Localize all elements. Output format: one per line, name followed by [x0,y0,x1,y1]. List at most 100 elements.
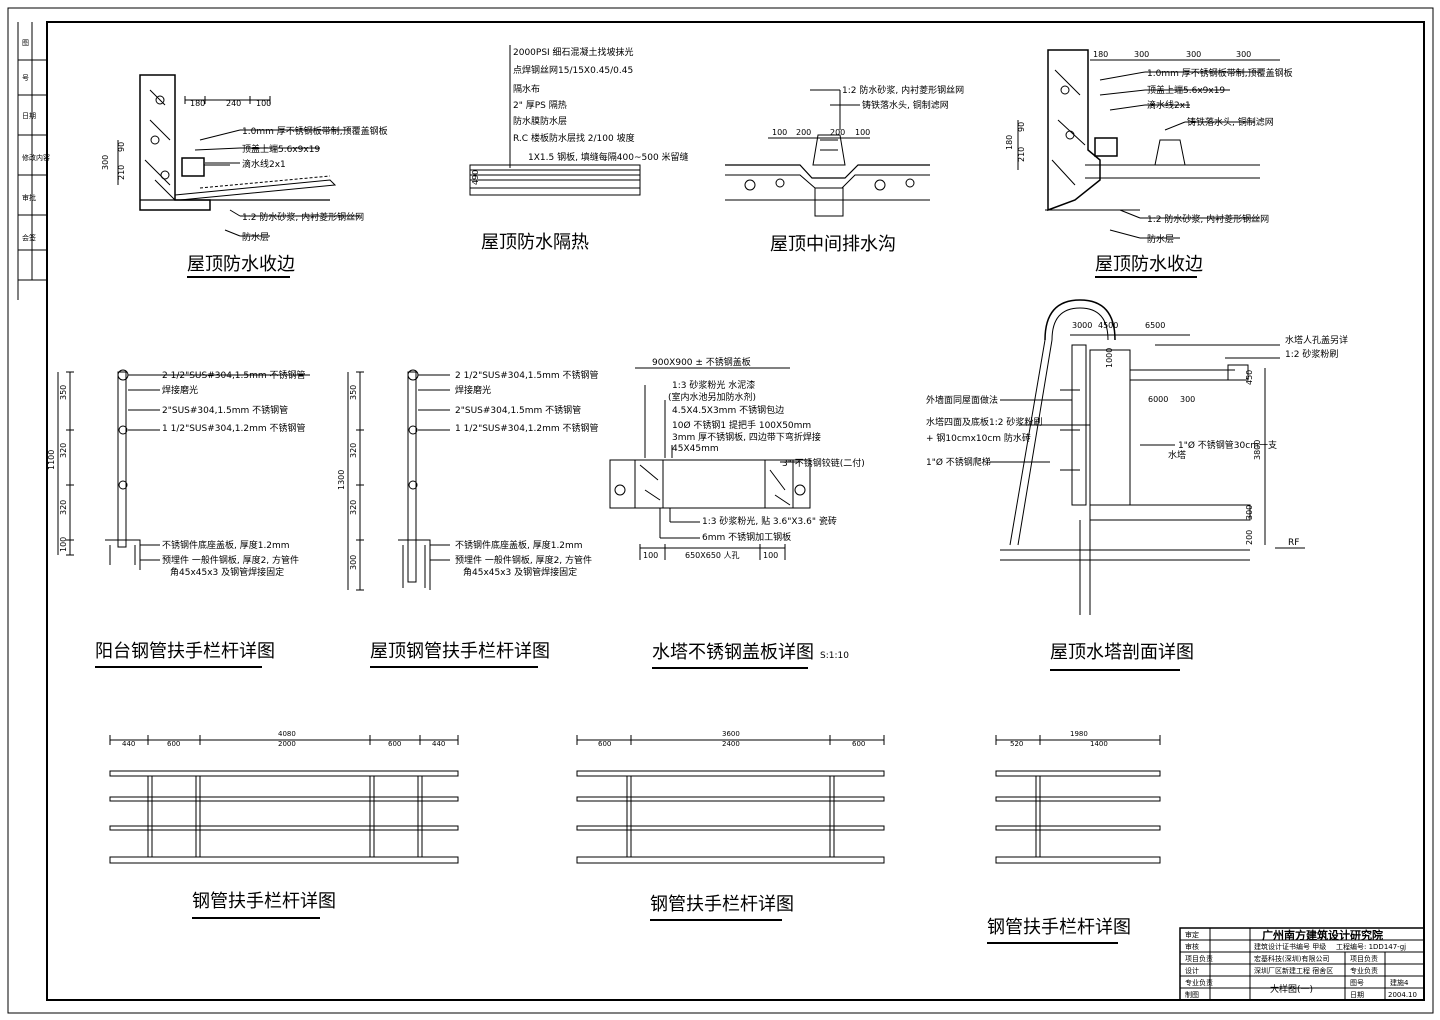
strip-text-0: 图 [22,39,29,47]
ins-note-3: 2" 厚PS 隔热 [513,99,567,111]
edge1-dim-180: 180 [190,99,205,108]
rr-dim-3: 300 [349,555,358,570]
cover-dim-2: 100 [763,551,778,560]
edge2-note-2: 滴水线2x1 [1147,99,1191,111]
inner-border [46,21,1425,1001]
title-tank-scale: S:1:10 [820,651,849,661]
tb-role-4: 专业负责 [1185,978,1213,987]
edge2-dim-300: 180 [1005,135,1014,150]
edge1-note-1: 顶盖上端5.6x9x19 [242,143,320,155]
detail-tank-cover: 900X900 ± 不锈钢盖板 1:3 砂浆粉光 水泥漆 (室内水池另加防水剂)… [609,356,865,560]
ins-note-1: 点焊钢丝网15/15X0.45/0.45 [513,64,633,76]
cover-dim-1: 650X650 人孔 [685,551,740,560]
elev2-seg-2: 600 [852,740,865,748]
edge2-note-0: 1.0mm 厚不锈钢板带制,顶覆盖钢板 [1147,67,1293,79]
strip-text-2: 日期 [22,112,36,120]
tank-note-6: 1"Ø 不锈钢管30cm一支 [1178,439,1277,451]
cover-note-2: (室内水池另加防水剂) [668,391,756,403]
title-elev-2: 钢管扶手栏杆详图 [650,894,794,915]
strip-text-3: 修改内容 [22,153,50,162]
tb-role-0: 审定 [1185,930,1199,939]
cover-note-7: 3" 不锈钢铰链(二付) [782,457,865,469]
bal-note-5: 预埋件 一般件钢板, 厚度2, 方管件 [162,554,299,566]
elevation-3: 1980 520 1400 [995,730,1161,864]
detail-roof-gutter: 1:2 防水砂浆, 内衬菱形钢丝网 铸铁落水头, 铜制滤网 100 200 20… [725,84,964,217]
title-block: 审定 审核 项目负责 设计 专业负责 制图 广州南方建筑设计研究院 建筑设计证书… [1179,927,1425,1001]
tb-date: 2004.10 [1388,991,1417,999]
gutter-dim-1: 200 [796,128,811,137]
edge1-dim-300: 300 [101,155,110,170]
tb-field-1: 专业负责 [1350,966,1378,975]
detail-roof-edge-2: 180 300 300 300 180 90 210 1.0mm 厚不锈钢板带制… [1005,49,1293,245]
edge2-dim-210: 210 [1017,147,1026,162]
tb-sheet: 建施4 [1390,978,1409,987]
tb-sub2: 工程编号: 1DD147-gj [1336,942,1406,951]
elev3-seg-0: 520 [1010,740,1023,748]
title-roof-insulation: 屋顶防水隔热 [481,232,589,253]
title-tank-section: 屋顶水塔剖面详图 [1050,642,1194,663]
title-tank-cover: 水塔不锈钢盖板详图 [652,642,814,663]
gutter-note-1: 铸铁落水头, 铜制滤网 [862,99,949,111]
elev1-seg-0: 440 [122,740,135,748]
elevation-2: 3600 600 2400 600 [576,730,885,864]
tb-org: 广州南方建筑设计研究院 [1262,928,1383,942]
tb-role-5: 制图 [1185,990,1199,999]
edge1-note-2: 滴水线2x1 [242,158,286,170]
elev1-seg-4: 440 [432,740,445,748]
title-elev-3: 钢管扶手栏杆详图 [987,917,1131,938]
title-roof-rail: 屋顶钢管扶手栏杆详图 [370,641,550,662]
edge1-note-0: 1.0mm 厚不锈钢板带制,顶覆盖钢板 [242,125,388,137]
elev1-seg-3: 600 [388,740,401,748]
strip-text-5: 会签 [22,233,36,242]
title-roof-gutter: 屋顶中间排水沟 [770,234,896,255]
edge1-dim-100: 100 [256,99,271,108]
elevation-1: 4080 440 600 2000 600 440 [109,730,459,864]
tank-dim-8: 300 [1245,505,1254,520]
detail-tank-section: 3000 4500 6500 1000 6000 300 3800 200 30… [926,299,1348,615]
rr-note-0: 2 1/2"SUS#304,1.5mm 不锈钢管 [455,369,599,381]
title-roof-edge-1: 屋顶防水收边 [187,254,295,275]
strip-text-4: 审批 [22,193,36,202]
tank-dim-3: 1000 [1105,348,1114,368]
rr-note-1: 焊接磨光 [455,384,491,396]
edge1-dim-90: 90 [117,142,126,152]
rr-note-2: 2"SUS#304,1.5mm 不锈钢管 [455,404,581,416]
title-balcony-rail: 阳台钢管扶手栏杆详图 [95,641,275,662]
elev2-seg-0: 600 [598,740,611,748]
rr-note-4: 不锈钢件底座盖板, 厚度1.2mm [455,539,583,551]
detail-roof-insulation: 2000PSI 细石混凝土找坡抹光 点焊钢丝网15/15X0.45/0.45 隔… [469,45,689,196]
tank-dim-9: 450 [1245,370,1254,385]
tb-role-2: 项目负责 [1185,954,1213,963]
cover-note-6: 45X45mm [672,444,719,454]
elev1-total: 4080 [278,730,296,738]
tank-note-1: 1:2 砂浆粉刷 [1285,348,1338,360]
edge2-dim-0: 180 [1093,50,1108,59]
ins-note-2: 隔水布 [513,83,540,95]
rr-dim-4: 1300 [337,470,346,490]
edge2-dim-3: 300 [1236,50,1251,59]
tank-note-0: 水塔人孔盖另详 [1285,334,1348,346]
tank-dim-2: 6500 [1145,321,1165,330]
gutter-note-0: 1:2 防水砂浆, 内衬菱形钢丝网 [842,84,964,96]
tank-note-7: 水塔 [1168,449,1186,461]
ins-note-5: R.C 楼板防水层找 2/100 坡度 [513,132,635,144]
bal-note-2: 2"SUS#304,1.5mm 不锈钢管 [162,404,288,416]
bal-dim-4: 1100 [47,450,56,470]
elev3-total: 1980 [1070,730,1088,738]
edge1-dim-240: 240 [226,99,241,108]
gutter-dim-0: 100 [772,128,787,137]
elev1-seg-1: 600 [167,740,180,748]
rr-note-6: 角45x45x3 及钢管焊接固定 [463,566,577,578]
bal-note-6: 角45x45x3 及钢管焊接固定 [170,566,284,578]
edge2-dim-1: 300 [1134,50,1149,59]
ins-note-4: 防水膜防水层 [513,115,567,127]
edge2-note-1: 顶盖上端5.6x9x19 [1147,84,1225,96]
bal-note-4: 不锈钢件底座盖板, 厚度1.2mm [162,539,290,551]
bal-dim-1: 320 [59,443,68,458]
tank-dim-0: 3000 [1072,321,1092,330]
tb-field-3: 日期 [1350,991,1364,999]
bal-dim-2: 320 [59,500,68,515]
tank-note-8: RF [1288,538,1299,548]
cover-note-0: 900X900 ± 不锈钢盖板 [652,356,751,368]
